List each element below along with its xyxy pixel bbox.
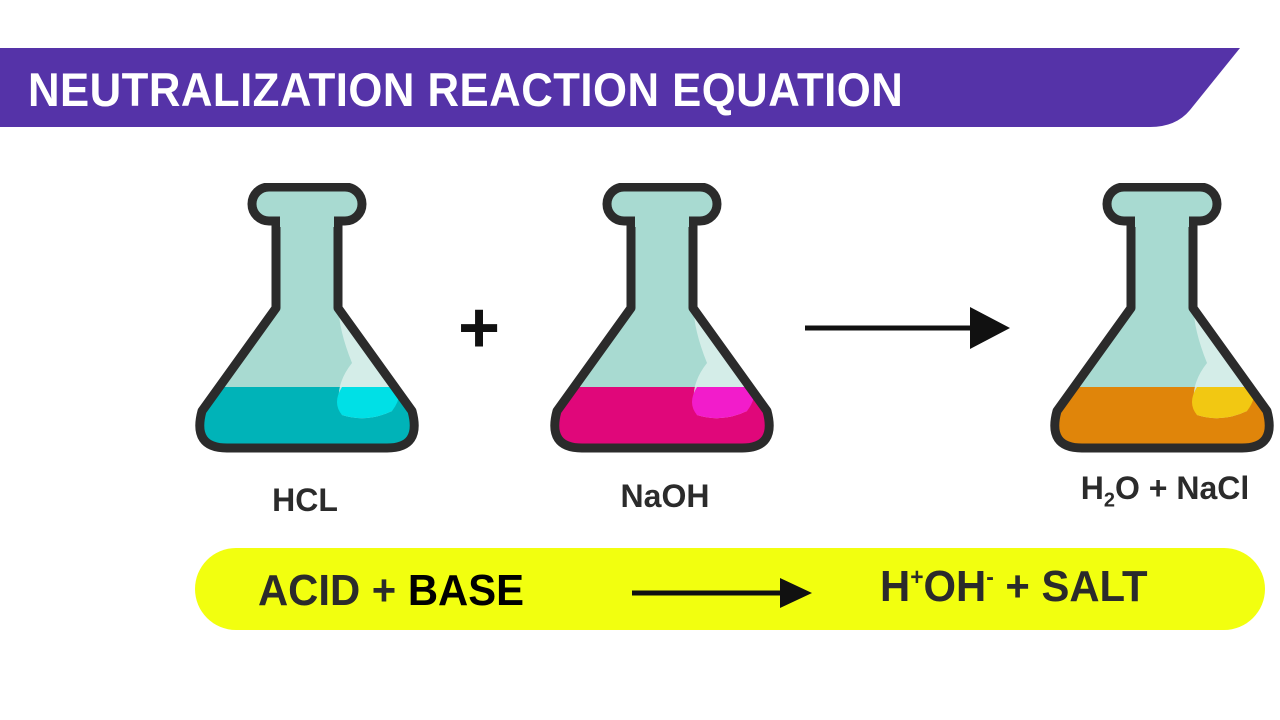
h-text: H: [880, 562, 911, 611]
label-rest: O + NaCl: [1114, 470, 1250, 506]
salt-text: SALT: [1041, 562, 1148, 611]
flask-hcl: [192, 182, 424, 460]
oh-text: OH: [923, 562, 987, 611]
reaction-arrow-icon: [805, 307, 1010, 349]
plus-text-2: +: [1005, 562, 1030, 611]
equation-arrow-icon: [632, 578, 812, 608]
oh-charge: -: [986, 564, 994, 591]
plus-sign: +: [458, 288, 501, 368]
base-text: BASE: [407, 566, 524, 615]
plus-text: +: [371, 566, 397, 615]
flask-products: [1047, 182, 1279, 460]
label-h: H: [1080, 470, 1104, 506]
page-title: NEUTRALIZATION REACTION EQUATION: [28, 63, 904, 116]
h-charge: +: [910, 564, 924, 591]
title-banner: [0, 48, 1240, 127]
label-sub-2: 2: [1103, 489, 1115, 512]
equation-reactants: ACID + BASE: [258, 566, 524, 616]
equation-products: H+OH- + SALT: [880, 562, 1148, 612]
equation-banner: [195, 548, 1265, 630]
label-hcl: HCL: [272, 482, 338, 518]
acid-text: ACID: [258, 566, 361, 615]
label-products: H2O + NaCl: [1081, 470, 1250, 512]
flask-naoh: [547, 182, 779, 460]
label-naoh: NaOH: [620, 478, 710, 514]
